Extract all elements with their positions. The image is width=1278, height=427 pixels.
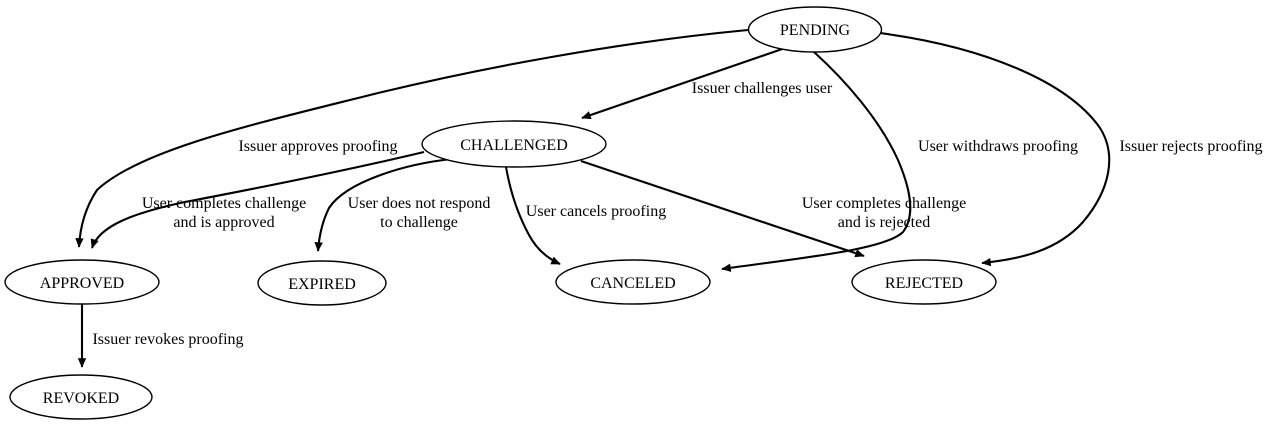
edge-label-user-cancels-proofing: User cancels proofing bbox=[526, 203, 666, 220]
state-ellipse-challenged bbox=[421, 120, 607, 168]
state-label-revoked: REVOKED bbox=[43, 390, 119, 407]
edge-pending-approved bbox=[75, 28, 749, 248]
edge-pending-canceled bbox=[721, 51, 912, 272]
state-label-canceled: CANCELED bbox=[590, 275, 675, 292]
edge-label-does-not-respond-line1: User does not respond bbox=[348, 195, 491, 212]
state-ellipse-approved bbox=[4, 259, 160, 305]
state-label-rejected: REJECTED bbox=[885, 275, 963, 292]
edges-layer bbox=[75, 28, 1111, 368]
edge-pending-rejected bbox=[879, 31, 1111, 267]
edge-label-completes-challenge-rejected-line2: and is rejected bbox=[838, 214, 930, 231]
state-label-challenged: CHALLENGED bbox=[460, 137, 568, 154]
edge-label-completes-challenge-approved-line1: User completes challenge bbox=[142, 195, 306, 212]
edge-label-completes-challenge-rejected-line1: User completes challenge bbox=[802, 195, 966, 212]
edge-label-issuer-revokes-proofing: Issuer revokes proofing bbox=[92, 331, 243, 348]
edge-label-issuer-challenges-user: Issuer challenges user bbox=[692, 80, 833, 97]
state-node-approved: APPROVED bbox=[4, 259, 160, 305]
state-label-expired: EXPIRED bbox=[288, 276, 356, 293]
state-ellipse-expired bbox=[257, 260, 387, 306]
state-node-canceled: CANCELED bbox=[555, 259, 711, 305]
edge-challenged-rejected bbox=[580, 160, 865, 258]
edge-challenged-expired bbox=[314, 157, 453, 252]
edge-challenged-canceled bbox=[504, 166, 561, 265]
state-label-approved: APPROVED bbox=[40, 275, 124, 292]
edge-labels-layer: Issuer challenges user Issuer approves p… bbox=[92, 80, 1262, 348]
state-ellipse-revoked bbox=[9, 374, 153, 420]
edge-challenged-approved bbox=[90, 150, 425, 249]
edge-label-user-withdraws-proofing: User withdraws proofing bbox=[918, 138, 1078, 155]
state-ellipse-rejected bbox=[851, 259, 997, 305]
edge-label-issuer-rejects-proofing: Issuer rejects proofing bbox=[1119, 138, 1262, 155]
state-ellipse-canceled bbox=[555, 259, 711, 305]
edge-label-does-not-respond-line2: to challenge bbox=[380, 214, 458, 231]
edge-label-issuer-approves-proofing: Issuer approves proofing bbox=[238, 138, 397, 155]
state-node-expired: EXPIRED bbox=[257, 260, 387, 306]
edge-pending-challenged bbox=[581, 46, 789, 120]
state-ellipse-pending bbox=[747, 6, 883, 53]
state-node-rejected: REJECTED bbox=[851, 259, 997, 305]
state-node-pending: PENDING bbox=[747, 6, 883, 53]
edge-label-completes-challenge-approved-line2: and is approved bbox=[173, 214, 274, 231]
nodes-layer: PENDING CHALLENGED APPROVED EXPIRED CANC… bbox=[4, 6, 997, 420]
state-node-revoked: REVOKED bbox=[9, 374, 153, 420]
state-node-challenged: CHALLENGED bbox=[421, 120, 607, 168]
state-label-pending: PENDING bbox=[780, 22, 851, 39]
